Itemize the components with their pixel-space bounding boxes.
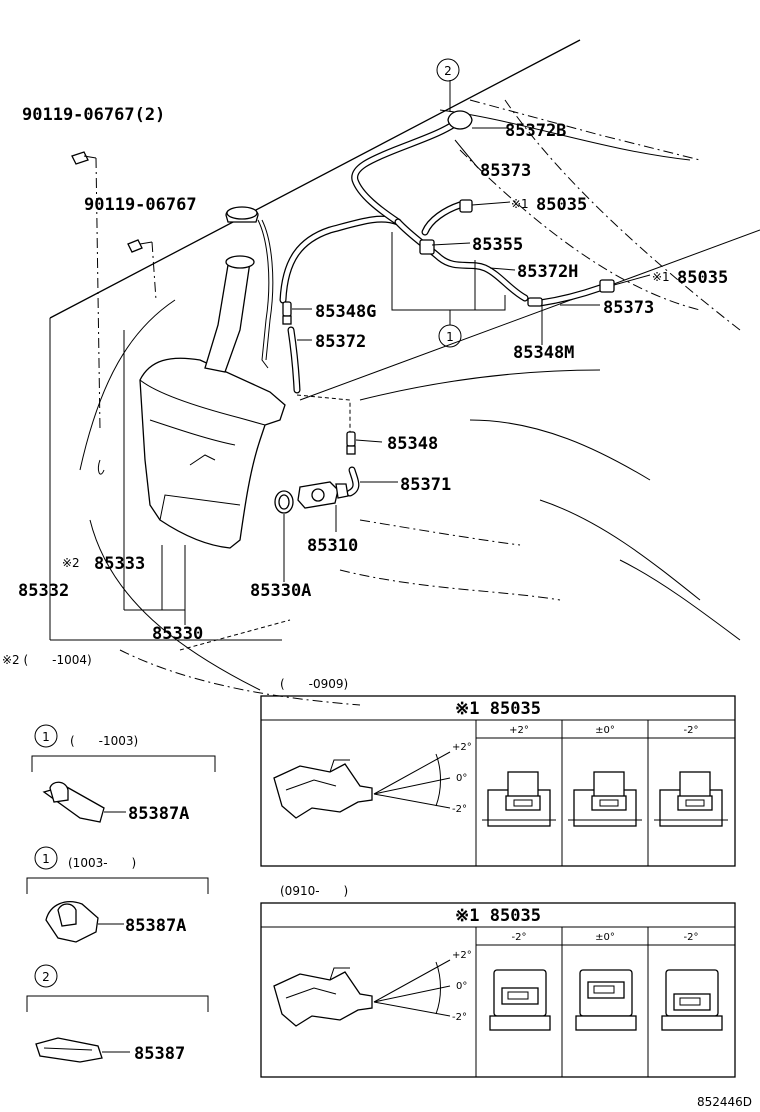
label-90119-06767-2[interactable]: 90119-06767(2) [22,105,165,125]
diagram-code: 852446D [697,1095,752,1109]
label-85372h[interactable]: 85372H [517,262,578,282]
panel2-angle-minus: -2° [452,1012,467,1023]
panel1-header: ※1 85035 [455,699,541,719]
label-85330[interactable]: 85330 [152,624,203,644]
label-85355[interactable]: 85355 [472,235,523,255]
panel1-col1: +2° [509,725,529,736]
panel1-angle-plus: +2° [452,742,472,753]
detail-clamp-2: 2 85387 [26,964,209,1064]
svg-text:1: 1 [42,730,50,744]
label-85332[interactable]: 85332 [18,581,69,601]
svg-text:2: 2 [444,64,452,78]
marker-circle-1: 1 [438,324,462,348]
label-85373-right[interactable]: 85373 [603,298,654,318]
label-85387[interactable]: 85387 [134,1044,185,1064]
panel1-period: ( -0909) [280,677,348,691]
label-85387a-1[interactable]: 85387A [128,804,189,824]
leader-lines [123,80,651,625]
panel2-period: (0910- ) [280,884,348,898]
panel2-angle-zero: 0° [456,981,467,992]
label-85348m[interactable]: 85348M [513,343,574,363]
label-85333[interactable]: 85333 [94,554,145,574]
detail-clamp-1a: 1 ( -1003) 85387A [31,724,216,824]
panel2-angle-plus: +2° [452,950,472,961]
panel1-col3: -2° [684,725,699,736]
label-85035-top[interactable]: 85035 [536,195,587,215]
label-85310[interactable]: 85310 [307,536,358,556]
washer-tank [71,151,349,549]
label-90119-06767[interactable]: 90119-06767 [84,195,197,215]
nozzle-panel-bottom: ※1 85035 -2° ±0° -2° +2° 0° -2° [260,902,736,1078]
svg-text:1: 1 [446,330,454,344]
asterisk2-cap: ※2 [62,556,80,570]
asterisk1-top: ※1 [511,197,529,211]
label-85371[interactable]: 85371 [400,475,451,495]
label-85348[interactable]: 85348 [387,434,438,454]
label-85035-right[interactable]: 85035 [677,268,728,288]
panel2-col2: ±0° [595,932,615,943]
label-85373-upper[interactable]: 85373 [480,161,531,181]
detail-clamp-1b: 1 (1003- ) 85387A [26,846,209,943]
hose-joints [282,199,615,455]
label-85330a[interactable]: 85330A [250,581,311,601]
detail1-period: ( -1003) [70,734,138,748]
panel2-col3: -2° [684,932,699,943]
detail2-period: (1003- ) [68,856,136,870]
nozzle-panel-top: ※1 85035 +2° ±0° -2° +2° 0° -2° [260,695,736,867]
label-85387a-2[interactable]: 85387A [125,916,186,936]
panel2-col1: -2° [512,932,527,943]
asterisk1-right: ※1 [652,270,670,284]
body-outline [49,39,760,706]
footnote-asterisk2: ※2 ( -1004) [2,653,92,667]
label-85348g[interactable]: 85348G [315,302,376,322]
panel1-col2: ±0° [595,725,615,736]
panel1-angle-minus: -2° [452,804,467,815]
svg-text:2: 2 [42,970,50,984]
marker-circle-2: 2 [436,58,460,82]
panel1-angle-zero: 0° [456,773,467,784]
label-85372[interactable]: 85372 [315,332,366,352]
label-85372b[interactable]: 85372B [505,121,566,141]
washer-hoses [279,110,604,497]
svg-text:1: 1 [42,852,50,866]
panel2-header: ※1 85035 [455,906,541,926]
